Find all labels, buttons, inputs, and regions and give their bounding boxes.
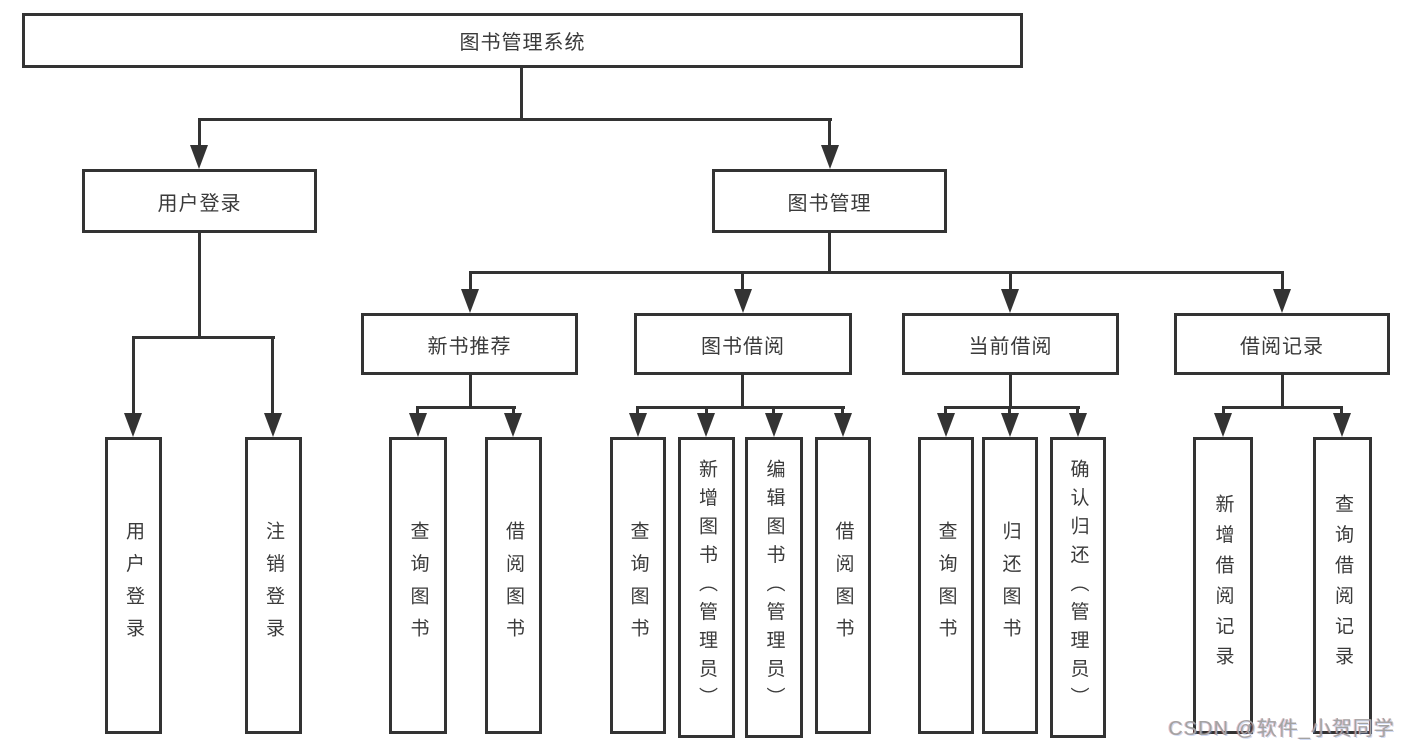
leaf-query-borrow-record: 查询借阅记录	[1313, 437, 1372, 734]
node-root-title: 图书管理系统	[22, 13, 1023, 68]
arrow-down-icon	[264, 413, 282, 437]
connector-segment	[944, 406, 947, 416]
arrow-down-icon	[1333, 413, 1351, 437]
node-book-borrow: 图书借阅	[634, 313, 852, 375]
node-user-login: 用户登录	[82, 169, 317, 233]
connector-new-book-stem	[469, 375, 472, 408]
arrow-down-icon	[1069, 413, 1087, 437]
leaf-query-book-2: 查询图书	[610, 437, 666, 734]
leaf-borrow-book-1: 借阅图书	[485, 437, 542, 734]
connector-root-bar	[198, 118, 832, 121]
leaf-logout: 注销登录	[245, 437, 302, 734]
connector-segment	[1340, 406, 1343, 416]
leaf-query-book-3: 查询图书	[918, 437, 974, 734]
connector-book-mgmt-stem	[828, 233, 831, 273]
arrow-down-icon	[504, 413, 522, 437]
connector-segment	[198, 118, 201, 150]
connector-segment	[271, 336, 274, 415]
connector-borrow-records-bar	[1222, 406, 1343, 409]
connector-segment	[841, 406, 844, 416]
connector-segment	[1008, 406, 1011, 416]
connector-segment	[416, 406, 419, 416]
connector-segment	[741, 271, 744, 293]
connector-borrow-records-stem	[1281, 375, 1284, 408]
connector-root-stem	[520, 68, 523, 120]
connector-segment	[636, 406, 639, 416]
connector-segment	[1281, 271, 1284, 293]
leaf-add-book-admin: 新增图书（管理员）	[678, 437, 735, 738]
arrow-down-icon	[834, 413, 852, 437]
connector-segment	[828, 118, 831, 150]
connector-segment	[132, 336, 135, 415]
leaf-user-login: 用户登录	[105, 437, 162, 734]
connector-user-login-stem	[198, 233, 201, 337]
node-new-book-recommend: 新书推荐	[361, 313, 578, 375]
leaf-return-book: 归还图书	[982, 437, 1038, 734]
connector-new-book-bar	[416, 406, 516, 409]
leaf-edit-book-admin: 编辑图书（管理员）	[745, 437, 803, 738]
arrow-down-icon	[190, 145, 208, 169]
leaf-borrow-book-2: 借阅图书	[815, 437, 871, 734]
arrow-down-icon	[461, 289, 479, 313]
connector-segment	[1222, 406, 1225, 416]
arrow-down-icon	[629, 413, 647, 437]
connector-segment	[1076, 406, 1079, 416]
connector-segment	[705, 406, 708, 416]
connector-book-borrow-stem	[741, 375, 744, 408]
node-book-management: 图书管理	[712, 169, 947, 233]
connector-book-borrow-bar	[636, 406, 845, 409]
arrow-down-icon	[937, 413, 955, 437]
arrow-down-icon	[1214, 413, 1232, 437]
connector-book-mgmt-bar	[469, 271, 1284, 274]
leaf-query-book-1: 查询图书	[389, 437, 447, 734]
connector-segment	[469, 271, 472, 293]
connector-current-borrow-bar	[944, 406, 1080, 409]
arrow-down-icon	[1001, 289, 1019, 313]
connector-segment	[512, 406, 515, 416]
connector-segment	[772, 406, 775, 416]
arrow-down-icon	[1001, 413, 1019, 437]
arrow-down-icon	[734, 289, 752, 313]
connector-user-login-bar	[132, 336, 275, 339]
arrow-down-icon	[124, 413, 142, 437]
connector-current-borrow-stem	[1009, 375, 1012, 408]
csdn-watermark: CSDN @软件_小贺同学	[1168, 718, 1395, 740]
arrow-down-icon	[765, 413, 783, 437]
arrow-down-icon	[821, 145, 839, 169]
node-current-borrow: 当前借阅	[902, 313, 1119, 375]
leaf-add-borrow-record: 新增借阅记录	[1193, 437, 1253, 734]
arrow-down-icon	[697, 413, 715, 437]
arrow-down-icon	[409, 413, 427, 437]
connector-segment	[1009, 271, 1012, 293]
arrow-down-icon	[1273, 289, 1291, 313]
node-borrow-records: 借阅记录	[1174, 313, 1390, 375]
leaf-confirm-return-admin: 确认归还（管理员）	[1050, 437, 1106, 738]
